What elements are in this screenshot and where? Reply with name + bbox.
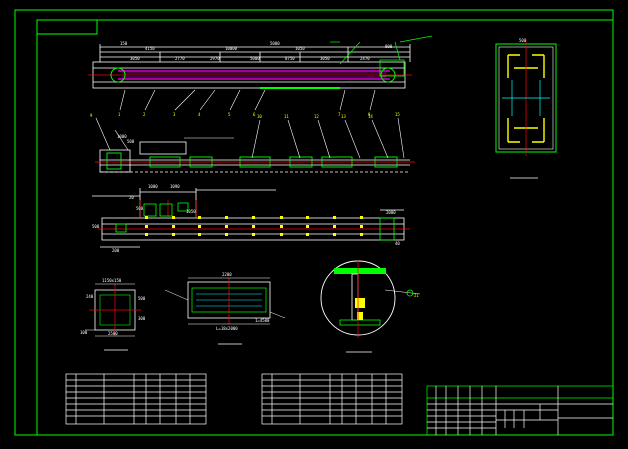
- balloon-number[interactable]: 7: [338, 112, 341, 117]
- dim-label: 2500: [108, 331, 118, 336]
- dim-label: 240: [86, 294, 94, 299]
- dim-label: 150: [120, 41, 128, 46]
- dim-label: 2970: [210, 56, 220, 61]
- balloon-number[interactable]: 2: [143, 112, 146, 117]
- dim-label: 500: [136, 206, 144, 211]
- balloon-number[interactable]: 12: [314, 114, 319, 119]
- dim-label: 8750: [285, 56, 295, 61]
- dim-label: 1000: [148, 184, 158, 189]
- dim-label: 500: [519, 38, 527, 43]
- circular-detail-view[interactable]: 21: [320, 260, 421, 353]
- parts-table-left[interactable]: [65, 373, 207, 425]
- section-view[interactable]: 500: [495, 38, 557, 179]
- side-view[interactable]: 1000 500 9 10 11 12 13 14 15: [90, 112, 415, 173]
- outer-border: [14, 9, 614, 436]
- dim-label: 2200: [222, 272, 232, 277]
- title-block[interactable]: [426, 385, 614, 436]
- drawing-frame: [14, 9, 614, 436]
- balloon-number[interactable]: 3: [173, 112, 176, 117]
- inner-border: [36, 19, 614, 436]
- dim-label: 1000: [117, 134, 127, 139]
- drive-unit[interactable]: [379, 59, 405, 77]
- parts-table-right[interactable]: [261, 373, 403, 425]
- dim-label: 500: [127, 139, 135, 144]
- dim-label: 3050: [130, 56, 140, 61]
- balloon-number[interactable]: 6: [253, 112, 256, 117]
- dim-label: 40: [395, 241, 400, 246]
- balloon-number[interactable]: 10: [257, 114, 262, 119]
- balloon-number[interactable]: 1: [118, 112, 121, 117]
- dim-label: L=18x2000: [216, 326, 238, 331]
- balloon-number[interactable]: 15: [395, 112, 400, 117]
- top-left-tag-box: [36, 19, 98, 35]
- dim-label: 1=4500: [255, 318, 270, 323]
- dim-label: 1050: [186, 209, 196, 214]
- dim-label: 4150: [145, 46, 155, 51]
- dim-label: 1090: [170, 184, 180, 189]
- dim-label: 200: [112, 248, 120, 253]
- dim-label: 1150x150: [102, 278, 122, 283]
- balloon-number[interactable]: 9: [90, 113, 93, 118]
- dim-label: 100: [80, 330, 88, 335]
- balloon-number[interactable]: 8: [368, 112, 371, 117]
- balloon-number[interactable]: 21: [414, 293, 419, 298]
- dim-label: 2470: [360, 56, 370, 61]
- guard-view[interactable]: 2200 L=18x2000 1=4500: [164, 272, 286, 345]
- top-view[interactable]: 150 4150 10000 5000 1050 3050 2770 2970 …: [88, 35, 433, 117]
- dim-label: 500: [138, 296, 146, 301]
- tail-pulley[interactable]: [380, 67, 396, 83]
- dim-label: 5000: [270, 41, 280, 46]
- dim-label: 2000: [386, 210, 396, 215]
- dim-label: 500: [92, 224, 100, 229]
- balloon-number[interactable]: 13: [341, 114, 346, 119]
- balloon-number[interactable]: 11: [284, 114, 289, 119]
- dim-label: 300: [138, 316, 146, 321]
- balloon-number[interactable]: 14: [368, 114, 373, 119]
- dim-label: 10000: [225, 46, 238, 51]
- balloon-number[interactable]: 4: [198, 112, 201, 117]
- dim-label: 3050: [320, 56, 330, 61]
- dim-label: 2770: [175, 56, 185, 61]
- dim-label: 5000: [250, 56, 260, 61]
- end-view[interactable]: 1150x150 240 500 2500 100 300: [80, 278, 146, 351]
- dim-label: 20: [129, 195, 134, 200]
- balloon-number[interactable]: 5: [228, 112, 231, 117]
- head-pulley[interactable]: [110, 67, 126, 83]
- dim-label: 800: [385, 44, 393, 49]
- frame-detail-view[interactable]: 1000 1090 500 500 200 2000 40 1050 20: [92, 184, 410, 253]
- dim-label: 1050: [295, 46, 305, 51]
